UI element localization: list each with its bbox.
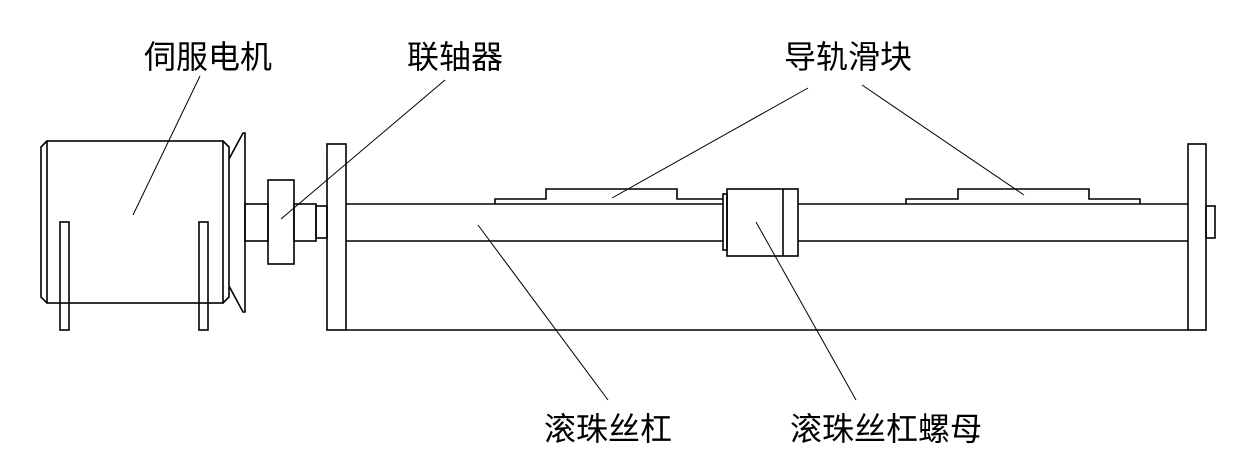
right-shaft-stub	[1205, 205, 1216, 239]
ball-screw	[346, 203, 1188, 242]
guide-rail-slider-right	[905, 188, 1141, 204]
leader-lines	[132, 75, 1025, 401]
motor-foot-left	[59, 221, 70, 331]
frame	[326, 143, 1216, 331]
coupling	[267, 179, 328, 265]
label-servo-motor: 伺服电机	[144, 38, 272, 76]
label-guide-rail-slider: 导轨滑块	[784, 38, 912, 76]
motor-shaft	[244, 203, 269, 242]
guide-rail-slider-left	[494, 188, 723, 204]
ball-screw-nut	[722, 188, 799, 257]
label-ball-screw: 滚珠丝杠	[544, 410, 672, 448]
motor-foot-right	[198, 221, 209, 331]
label-ball-screw-nut: 滚珠丝杠螺母	[790, 410, 982, 448]
right-end-plate	[1187, 143, 1207, 331]
servo-motor	[40, 132, 269, 331]
label-coupling: 联轴器	[407, 38, 503, 76]
left-end-plate	[326, 143, 347, 331]
